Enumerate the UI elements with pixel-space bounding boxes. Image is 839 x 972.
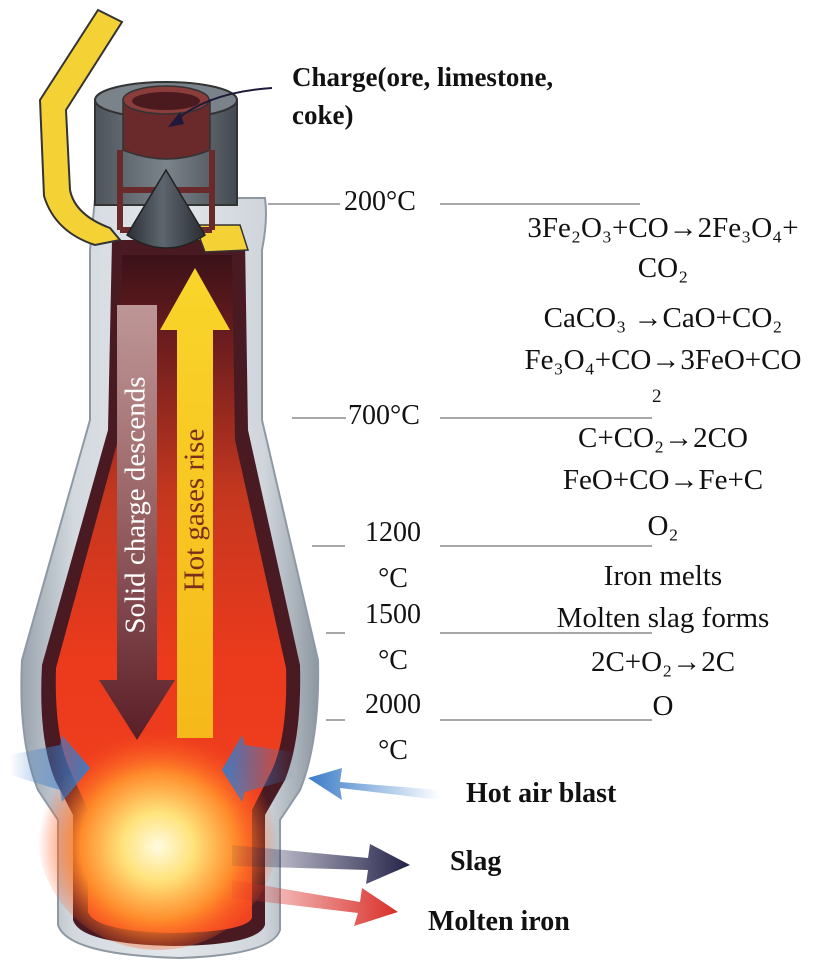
reaction-5-line1: FeO+CO→Fe+C: [562, 464, 764, 496]
hot-gases-arrow: [160, 268, 230, 738]
temp-1200-unit: °C: [378, 563, 408, 594]
reaction-5: FeO+CO→Fe+C O₂: [488, 460, 838, 546]
reaction-6: Iron melts: [603, 560, 723, 592]
air-blast-arrow-icon: [308, 768, 440, 800]
charge-label-line1: Charge(ore, limestone,: [292, 62, 554, 92]
furnace-glow: [38, 720, 278, 950]
reaction-8-line1: 2C+O₂→2C: [590, 646, 736, 678]
temp-1200: 1200 °C: [350, 510, 436, 602]
hot-air-blast-label: Hot air blast: [466, 778, 617, 809]
solid-charge-arrow: [99, 305, 175, 740]
reaction-2: CaCO₃ →CaO+CO₂: [543, 302, 783, 334]
air-blast-left-icon: [10, 735, 90, 802]
temperature-leader-lines: [268, 203, 652, 721]
charge-pointer-arrow: [175, 87, 273, 121]
reaction-3-subscript: 2: [652, 386, 662, 407]
reaction-1-line1: 3Fe₂O₃+CO→2Fe₃O₄+: [527, 212, 799, 244]
solid-charge-label: Solid charge descends: [119, 376, 152, 634]
temp-2000: 2000 °C: [350, 682, 436, 774]
air-blast-right-icon: [222, 735, 295, 802]
temp-2000-value: 2000: [365, 689, 421, 720]
temp-1200-value: 1200: [365, 517, 421, 548]
molten-iron-label: Molten iron: [428, 906, 570, 937]
reaction-8-line2: O: [652, 690, 674, 722]
reaction-1-line2: CO₂: [637, 252, 689, 284]
temp-1500: 1500 °C: [350, 592, 436, 684]
charge-label-line2: coke): [292, 100, 354, 130]
temp-1500-unit: °C: [378, 645, 408, 676]
reaction-3: Fe₃O₄+CO→3FeO+CO: [524, 344, 802, 376]
feed-pipe-icon: [38, 8, 124, 247]
reaction-4: C+CO₂→2CO: [578, 422, 748, 454]
temp-2000-unit: °C: [378, 735, 408, 766]
charge-label: Charge(ore, limestone, coke): [292, 58, 553, 134]
reaction-1: 3Fe₂O₃+CO→2Fe₃O₄+ CO₂: [488, 208, 838, 288]
temp-200: 200°C: [344, 186, 416, 217]
reaction-8: 2C+O₂→2C O: [488, 642, 838, 726]
reaction-7: Molten slag forms: [556, 602, 770, 634]
hot-gases-label: Hot gases rise: [178, 428, 211, 592]
slag-arrow-icon: [232, 844, 410, 884]
reaction-5-line2: O₂: [647, 510, 679, 542]
slag-label: Slag: [450, 846, 502, 877]
molten-iron-arrow-icon: [232, 880, 398, 926]
cone-icon: [125, 168, 207, 249]
temp-700: 700°C: [348, 400, 420, 431]
temp-1500-value: 1500: [365, 599, 421, 630]
